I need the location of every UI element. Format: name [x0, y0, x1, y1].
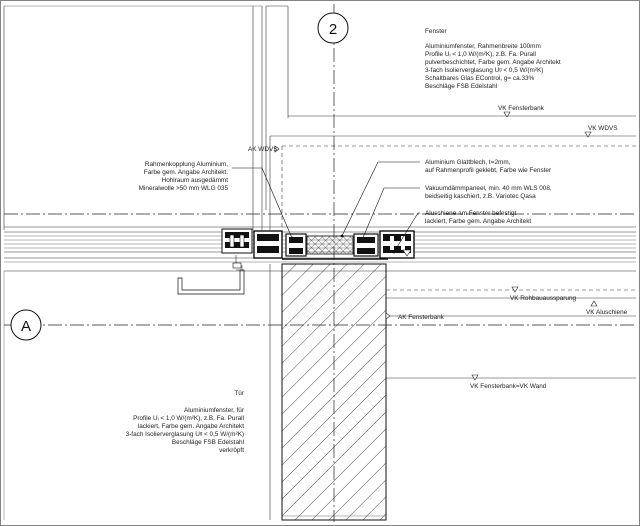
window-band — [4, 226, 636, 260]
note-fenster-line: Beschläge FSB Edelstahl — [425, 83, 497, 90]
note-fenster-line: 3-fach Isolierverglasung Uᵍ < 0,5 W/(m²K… — [425, 67, 543, 74]
level-vk-wdvs: VK WDVS — [588, 125, 617, 132]
note-tuer-title: Tür — [234, 390, 244, 397]
note-aluschiene-line: lackiert, Farbe gem. Angabe Architekt — [425, 218, 531, 225]
note-rahmenkopplung-line: Mineralwolle >50 mm WLG 035 — [139, 185, 229, 192]
note-tuer-line: lackiert, Farbe gem. Angabe Architekt — [138, 423, 244, 430]
note-tuer: Tür Aluminiumfenster, für Profile Uᵢ < 1… — [126, 390, 245, 454]
note-fenster-line: Profile Uᵢ < 1,0 W/(m²K), z.B. Fa. Pural… — [425, 51, 536, 58]
note-vakuum: Vakuumdämmpaneel, min. 40 mm WLS 008, be… — [425, 185, 552, 200]
level-vk-fensterbank: VK Fensterbank — [498, 105, 545, 112]
level-ak-fensterbank: AK Fensterbank — [398, 314, 445, 321]
note-vakuum-line: beidseitig kaschiert, z.B. Variotec Qasa — [425, 193, 536, 200]
note-aluschiene-line: Aluschiene am Fenster befestigt — [425, 210, 517, 217]
level-vk-aluschiene: VK Aluschiene — [586, 309, 628, 316]
note-rahmenkopplung-line: Rahmenkopplung Aluminium, — [145, 161, 228, 168]
level-markers: VK Fensterbank VK WDVS AK WDVS VK Rohbau… — [248, 105, 628, 390]
note-fenster-line: pulverbeschichtet, Farbe gem. Angabe Arc… — [425, 59, 561, 66]
note-rahmenkopplung: Rahmenkopplung Aluminium, Farbe gem. Ang… — [139, 161, 229, 192]
aluminium-angle — [177, 255, 245, 295]
note-tuer-line: verkröpft — [219, 447, 244, 454]
level-vk-fensterbank-wand: VK Fensterbank=VK Wand — [470, 383, 547, 390]
note-rahmenkopplung-line: Farbe gem. Angabe Architekt. — [144, 169, 228, 176]
note-rahmenkopplung-line: Hohlraum ausgedämmt — [162, 177, 229, 184]
axis-bubble-2 — [317, 12, 349, 44]
level-ak-wdvs: AK WDVS — [248, 146, 277, 153]
note-aluschiene: Aluschiene am Fenster befestigt lackiert… — [425, 210, 531, 225]
level-vk-rohbauaussparung: VK Rohbauaussparung — [510, 295, 577, 302]
note-fenster-line: Schaltbares Glas EControl, g= ca.33% — [425, 75, 535, 82]
note-tuer-line: 3-fach Isolierverglasung Uᵍ < 0,5 W/(m²K… — [126, 431, 244, 438]
note-glattblech-line: Aluminium Glattblech, t=2mm, — [425, 159, 511, 166]
note-tuer-line: Beschläge FSB Edelstahl — [172, 439, 244, 446]
note-glattblech: Aluminium Glattblech, t=2mm, auf Rahmenp… — [425, 159, 552, 174]
axis-label-2: 2 — [329, 21, 337, 38]
note-glattblech-line: auf Rahmenprofil geklebt, Farbe wie Fens… — [425, 167, 552, 174]
note-fenster: Fenster Aluminiumfenster, Rahmenbreite 1… — [425, 28, 561, 90]
note-fenster-line: Aluminiumfenster, Rahmenbreite 100mm — [425, 43, 541, 50]
leader-lines — [232, 161, 420, 254]
axis-label-a: A — [21, 318, 31, 335]
note-tuer-line: Profile Uᵢ < 1,0 W/(m²K), z.B. Fa. Pural… — [133, 415, 244, 422]
upper-frame-block — [3, 5, 289, 230]
note-fenster-title: Fenster — [425, 28, 448, 35]
note-tuer-line: Aluminiumfenster, für — [184, 407, 245, 414]
axis-bubble-a — [10, 309, 42, 341]
note-vakuum-line: Vakuumdämmpaneel, min. 40 mm WLS 008, — [425, 185, 552, 192]
